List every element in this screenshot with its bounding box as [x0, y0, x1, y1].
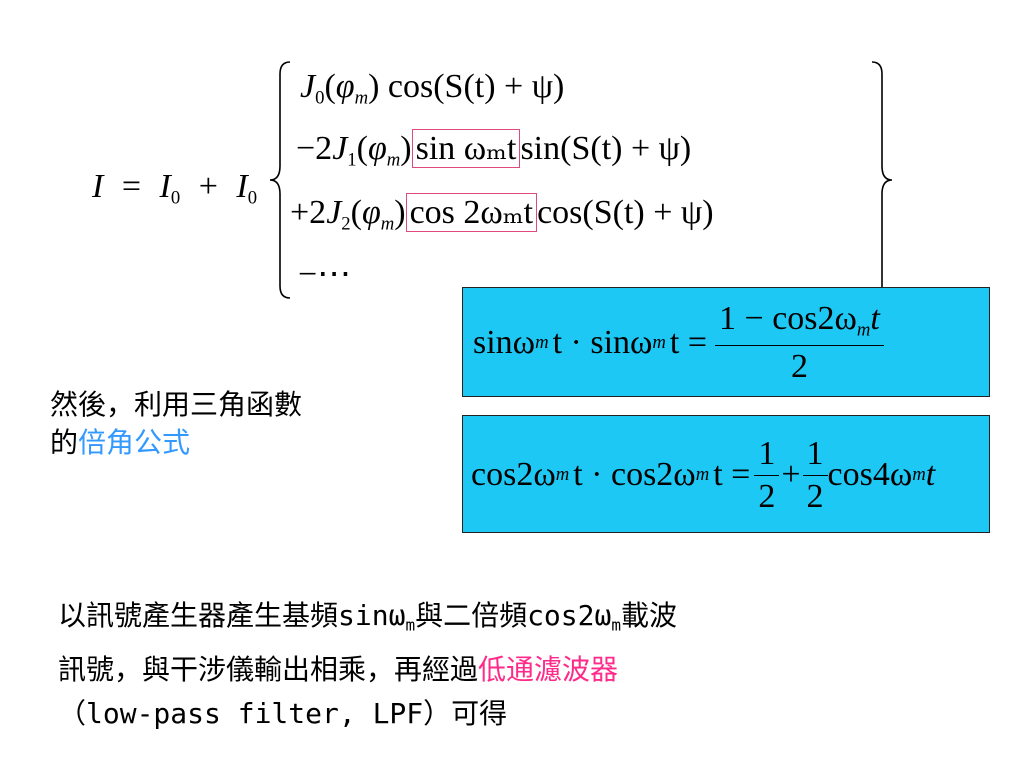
id1-lhs-a: sinω	[473, 324, 536, 361]
right-brace	[871, 61, 893, 299]
id2-half2-num: 1	[806, 434, 824, 472]
id2-rhs-a: cos4ω	[827, 456, 913, 493]
id2-half1-den: 2	[754, 474, 780, 514]
bottom-line1-sub1: m	[405, 615, 416, 635]
equation-lhs: I = I0 + I0	[92, 170, 257, 208]
bessel-sub-1: 1	[347, 149, 357, 171]
id1-lhs-sub: m	[535, 331, 549, 353]
bottom-line1-sub2: m	[611, 615, 622, 635]
bottom-line2-pink: 低通濾波器	[478, 652, 619, 686]
id1-denominator: 2	[715, 344, 884, 384]
bottom-line1: 以訊號產生器產生基頻sinωm與二倍頻cos2ωm載波	[58, 594, 677, 648]
equals-sign: =	[121, 168, 142, 205]
id1-fraction: 1 − cos2ωmt 2	[715, 302, 884, 383]
id2-rhs-t: t	[925, 456, 936, 493]
id2-lhs-c: t =	[713, 456, 751, 493]
side-text-prefix: 的	[50, 426, 79, 459]
row1-arg: (S(t) + ψ)	[560, 130, 692, 167]
highlight-sin-term: sin ωₘt	[411, 129, 521, 168]
bessel-sub-0: 0	[315, 87, 325, 109]
bottom-line3: （low-pass filter, LPF）可得	[58, 696, 508, 730]
side-text: 然後，利用三角函數 的倍角公式	[50, 386, 302, 462]
bottom-paragraph: 以訊號產生器產生基頻sinωm與二倍頻cos2ωm載波 訊號，與干涉儀輸出相乘，…	[58, 594, 677, 736]
term-I0-a: I	[159, 168, 171, 205]
row0-trig: cos	[387, 68, 434, 105]
bottom-line1-c: 載波	[621, 599, 678, 632]
plus-sign: +	[198, 168, 218, 205]
side-text-line2: 的倍角公式	[50, 424, 302, 462]
id2-half2-den: 2	[802, 474, 828, 514]
term-I0-b-sub: 0	[247, 187, 258, 209]
equation-row-ellipsis: −⋯	[298, 256, 352, 293]
id1-lhs-b: t · sinω	[552, 324, 653, 361]
lhs-I: I	[92, 168, 104, 205]
id2-lhs-sub: m	[555, 463, 570, 485]
side-text-line1: 然後，利用三角函數	[50, 388, 303, 421]
left-brace	[269, 61, 291, 299]
row1-prefix: −2	[296, 130, 333, 167]
id1-lhs-c: t =	[669, 324, 708, 361]
bottom-line2: 訊號，與干涉儀輸出相乘，再經過低通濾波器	[58, 648, 677, 692]
row2-trig: cos	[537, 194, 583, 231]
main-equation: I = I0 + I0 J0(φm) cos(S(t) + ψ) −2J1(φm…	[0, 0, 1024, 300]
id2-lhs-a: cos2ω	[471, 456, 556, 493]
bottom-line1-b: 與二倍頻cos2ω	[415, 599, 612, 632]
id2-half1-num: 1	[758, 434, 776, 472]
row1-trig: sin	[520, 130, 561, 167]
id1-numerator: 1 − cos2ω	[719, 300, 857, 338]
id2-lhs-b: t · cos2ω	[573, 456, 696, 493]
equation-row-0: J0(φm) cos(S(t) + ψ)	[300, 68, 565, 109]
bessel-sub-2: 2	[341, 213, 351, 235]
bottom-line2-a: 訊號，與干涉儀輸出相乘，再經過	[58, 652, 479, 686]
bottom-line1-a: 以訊號產生器產生基頻sinω	[58, 599, 406, 632]
id1-num-t: t	[870, 300, 880, 338]
side-text-blue: 倍角公式	[78, 426, 191, 459]
id2-rhs-sub: m	[912, 463, 926, 485]
id2-plus: +	[781, 456, 801, 493]
term-I0-a-sub: 0	[170, 187, 181, 209]
row2-prefix: +2	[290, 194, 327, 231]
highlight-cos-term: cos 2ωₘt	[405, 193, 538, 232]
row0-arg: (S(t) + ψ)	[433, 68, 565, 105]
id1-lhs-b-sub: m	[652, 331, 666, 353]
id1-num-sub: m	[856, 319, 871, 341]
term-I0-b: I	[236, 168, 248, 205]
row2-arg: (S(t) + ψ)	[582, 194, 714, 231]
id2-lhs-b-sub: m	[695, 463, 710, 485]
